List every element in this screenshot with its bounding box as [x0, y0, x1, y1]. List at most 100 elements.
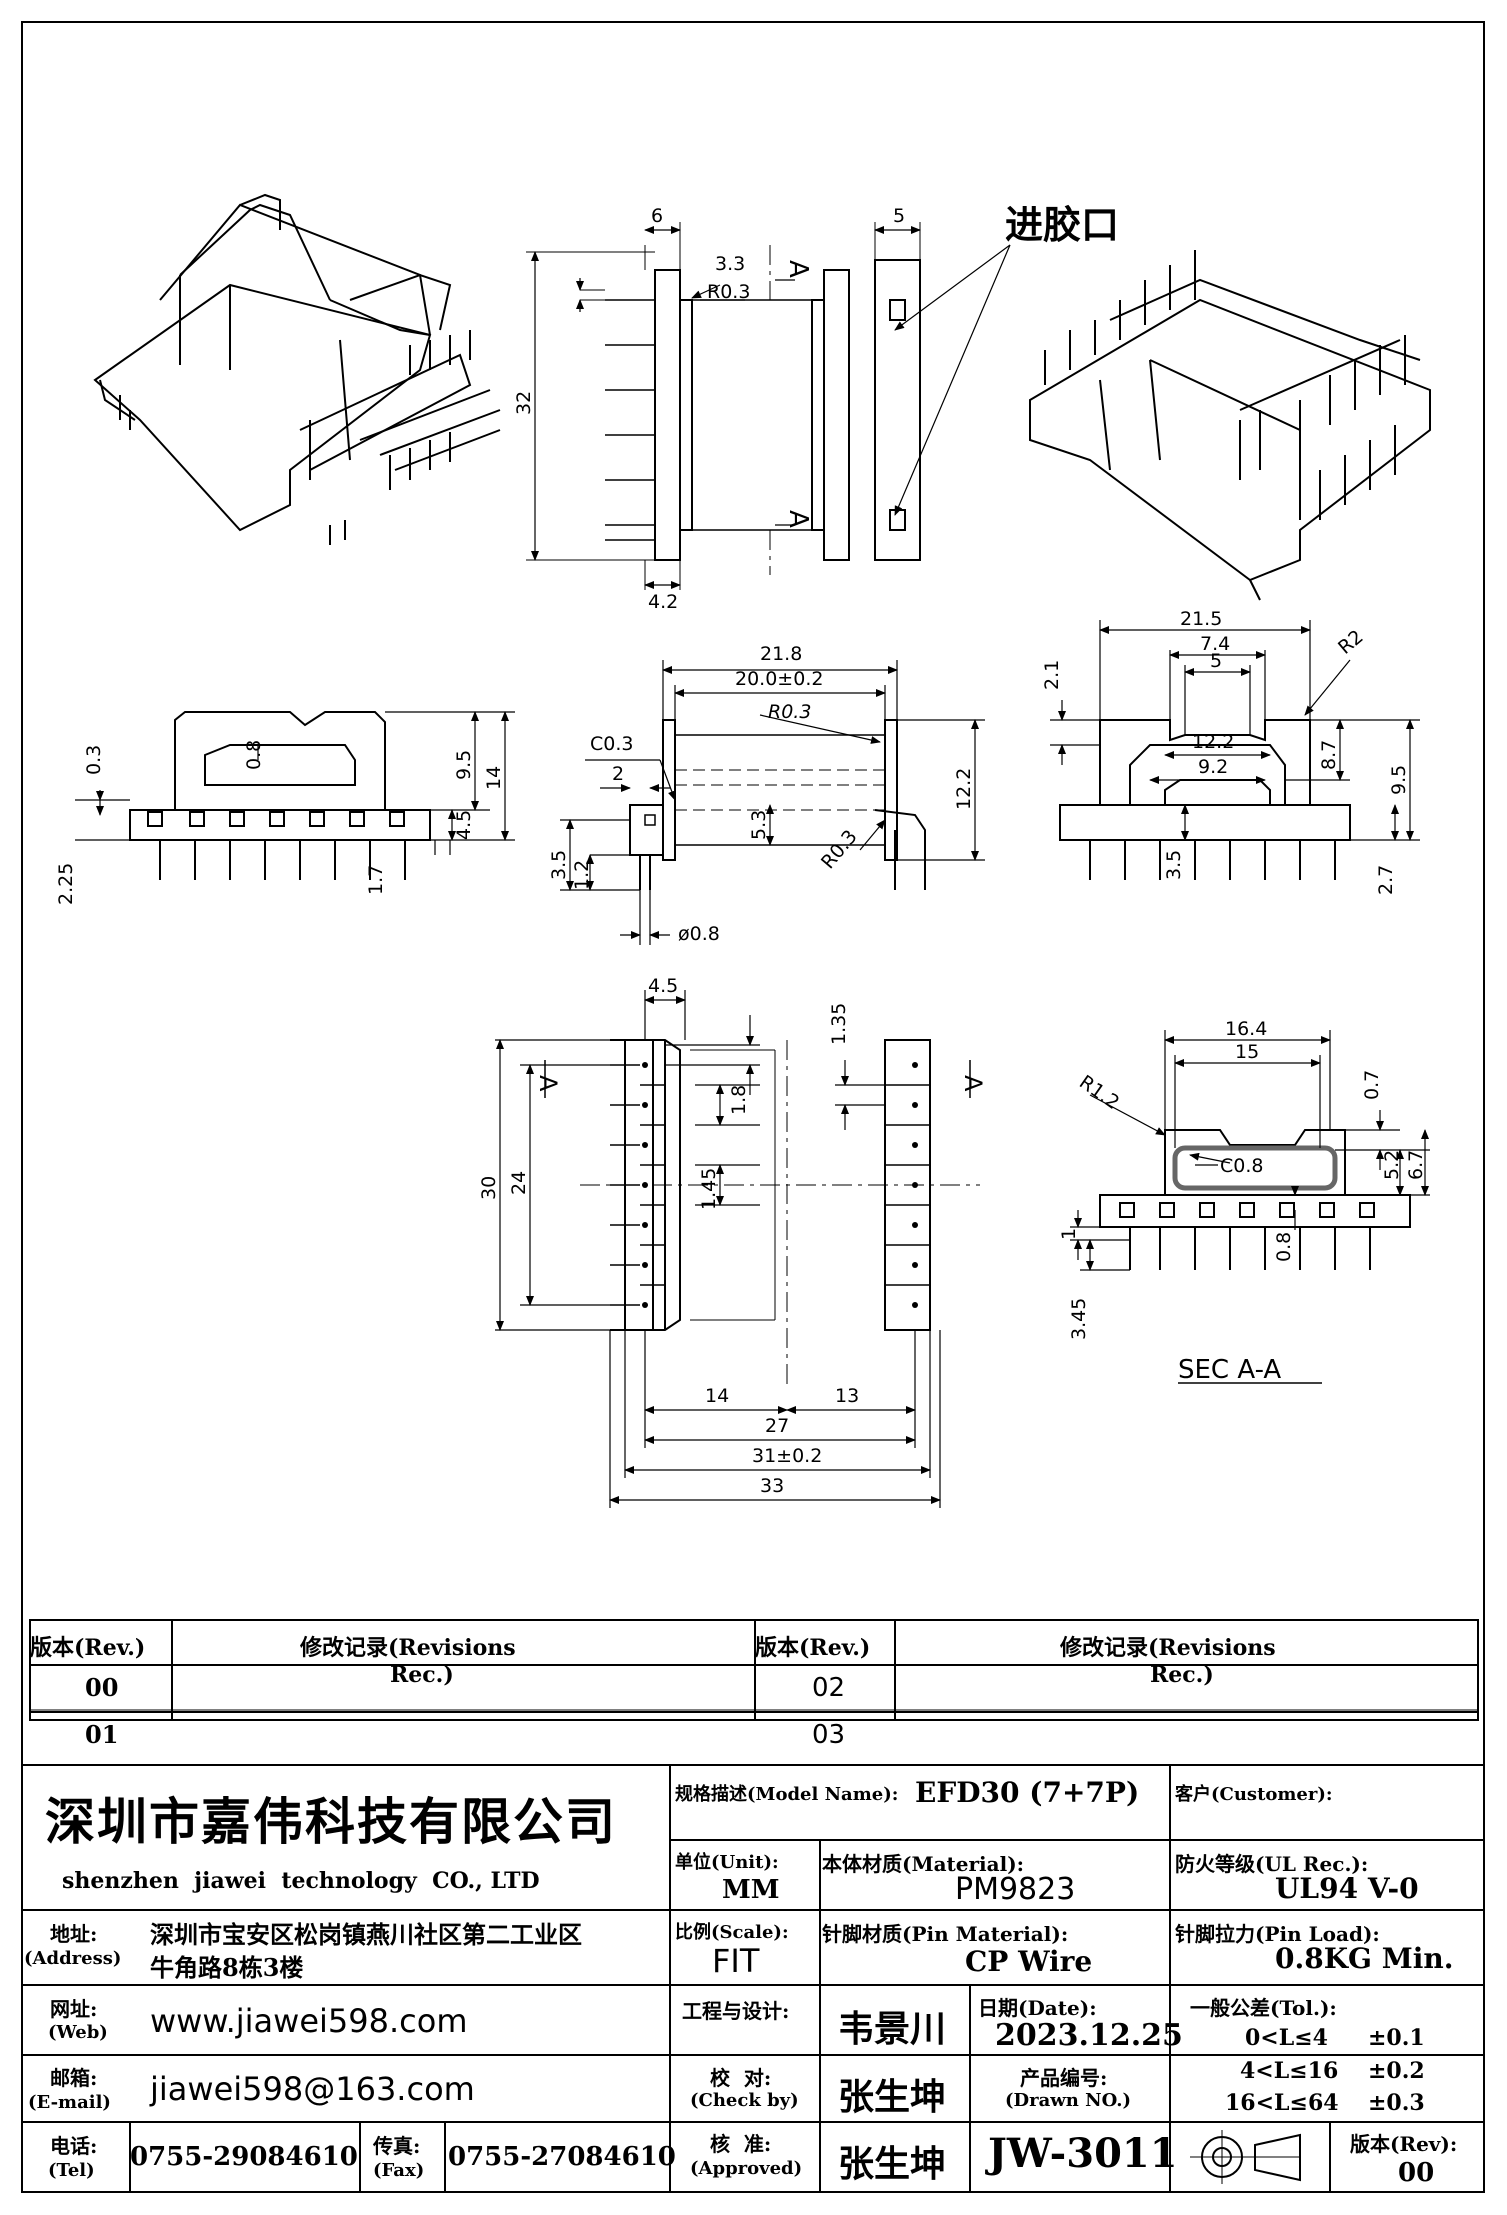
dim-0-8: 0.8 — [243, 740, 265, 770]
fax-label-en: (Fax) — [373, 2160, 425, 2181]
dim-1-35: 1.35 — [828, 1003, 850, 1045]
dim-c0-3: C0.3 — [590, 733, 633, 755]
model-label: 规格描述(Model Name): — [675, 1784, 899, 1805]
dim-33: 33 — [760, 1475, 784, 1497]
dim-9-2: 9.2 — [1198, 756, 1228, 778]
check-label-en: (Check by) — [690, 2090, 799, 2111]
top-view-dims — [531, 226, 1011, 589]
dim-5-2: 5.2 — [1381, 1150, 1403, 1180]
revisions-header-left: 修改记录(Revisions — [300, 1635, 516, 1661]
tol-range-2: 16<L≤64 — [1225, 2090, 1339, 2116]
dim-27: 27 — [765, 1415, 789, 1437]
address-line-2: 牛角路8栋3楼 — [150, 1953, 304, 1982]
rev-value: 00 — [1398, 2158, 1435, 2188]
rev-row-0-right: 02 — [812, 1673, 846, 1703]
tol-range-0: 0<L≤4 — [1245, 2025, 1328, 2051]
company-name-en: shenzhen jiawei technology CO., LTD — [62, 1868, 540, 1894]
section-mark-top: A — [783, 260, 813, 278]
email-label-en: (E-mail) — [28, 2092, 111, 2113]
rev-header-right: 版本(Rev.) — [755, 1635, 871, 1661]
dim-0-7: 0.7 — [1361, 1070, 1383, 1100]
approver-name: 张生坤 — [838, 2143, 947, 2185]
tel-number: 0755-29084610 — [130, 2142, 358, 2172]
dim-r0-3-top: R0.3 — [707, 281, 750, 303]
end-view-dims — [1050, 620, 1420, 841]
ul-label: 防火等级(UL Rec.): — [1175, 1852, 1369, 1876]
model-value: EFD30 (7+7P) — [915, 1776, 1140, 1809]
revisions-header-left-2: Rec.) — [390, 1662, 454, 1688]
section-mark-bottom: A — [783, 510, 813, 528]
dim-12-2-v: 12.2 — [953, 768, 975, 810]
revisions-header-right: 修改记录(Revisions — [1060, 1635, 1276, 1661]
dim-1-2: 1.2 — [571, 860, 593, 890]
dim-7-4: 7.4 — [1200, 633, 1230, 655]
dim-30: 30 — [478, 1176, 500, 1200]
front-view-dims — [560, 660, 985, 945]
dim-8-7: 8.7 — [1318, 740, 1340, 770]
material-value: PM9823 — [955, 1872, 1076, 1907]
address-line-1: 深圳市宝安区松岗镇燕川社区第二工业区 — [150, 1920, 582, 1949]
material-label: 本体材质(Material): — [822, 1852, 1025, 1876]
dim-4-5-left: 4.5 — [453, 810, 475, 840]
dim-c0-8: C0.8 — [1220, 1155, 1263, 1177]
dim-31: 31±0.2 — [752, 1445, 822, 1467]
dim-5: 5 — [1210, 650, 1222, 672]
revisions-header-right-2: Rec.) — [1150, 1662, 1214, 1688]
pin-material-value: CP Wire — [965, 1945, 1093, 1978]
dim-9-5-right: 9.5 — [1388, 765, 1410, 795]
web-label-en: (Web) — [48, 2022, 108, 2043]
company-name-cn: 深圳市嘉伟科技有限公司 — [45, 1792, 617, 1851]
dim-1-8: 1.8 — [728, 1085, 750, 1115]
dim-r0-3-front: R0.3 — [768, 701, 811, 723]
design-label: 工程与设计: — [682, 1999, 790, 2023]
dim-15: 15 — [1235, 1041, 1259, 1063]
gate-label: 进胶口 — [1005, 203, 1119, 247]
end-view — [1059, 719, 1351, 880]
pin-load-value: 0.8KG Min. — [1275, 1942, 1454, 1975]
designer-name: 韦景川 — [838, 2008, 947, 2050]
iso-view-left — [93, 193, 501, 545]
pin-material-label: 针脚材质(Pin Material): — [822, 1922, 1069, 1946]
tol-range-1: 4<L≤16 — [1240, 2058, 1339, 2084]
tol-value-1: ±0.2 — [1368, 2058, 1425, 2084]
dim-32: 32 — [513, 391, 535, 415]
date-label: 日期(Date): — [978, 1996, 1097, 2020]
dim-r1-2: R1.2 — [1075, 1071, 1123, 1114]
dim-3-45: 3.45 — [1068, 1298, 1090, 1340]
approve-label-en: (Approved) — [690, 2158, 803, 2179]
dim-2: 2 — [612, 763, 624, 785]
dim-20-0: 20.0±0.2 — [735, 668, 823, 690]
dim-16-4: 16.4 — [1225, 1018, 1267, 1040]
dim-r2: R2 — [1334, 626, 1368, 659]
dim-5-3: 5.3 — [748, 810, 770, 840]
web-url[interactable]: www.jiawei598.com — [150, 2002, 468, 2040]
customer-label: 客户(Customer): — [1175, 1784, 1333, 1805]
fax-number: 0755-27084610 — [448, 2142, 676, 2172]
bottom-view — [580, 1039, 980, 1390]
side-view — [129, 711, 431, 880]
rev-row-1-left: 01 — [85, 1720, 119, 1749]
address-label: 地址: — [50, 1922, 98, 1946]
date-value: 2023.12.25 — [995, 2018, 1183, 2053]
dim-12-2-h: 12.2 — [1192, 731, 1234, 753]
dim-6-7: 6.7 — [1405, 1150, 1427, 1180]
unit-value: MM — [722, 1875, 780, 1905]
dim-14: 14 — [483, 766, 505, 790]
email-address[interactable]: jiawei598@163.com — [150, 2070, 475, 2108]
rev-row-1-right: 03 — [812, 1720, 846, 1750]
unit-label: 单位(Unit): — [675, 1852, 779, 1873]
dim-0-8-sec: 0.8 — [1273, 1232, 1295, 1262]
address-label-en: (Address) — [24, 1948, 122, 1969]
dim-14-bottom: 14 — [705, 1385, 729, 1407]
tol-label: 一般公差(Tol.): — [1190, 1996, 1337, 2020]
dim-21-5: 21.5 — [1180, 608, 1222, 630]
tel-label: 电话: — [50, 2134, 98, 2158]
scale-value: FIT — [712, 1942, 760, 1980]
dim-2-1: 2.1 — [1041, 660, 1063, 690]
ul-value: UL94 V-0 — [1275, 1872, 1419, 1905]
email-label: 邮箱: — [50, 2066, 98, 2090]
dim-2-25: 2.25 — [55, 863, 77, 905]
iso-view-right — [1029, 250, 1431, 601]
drawing-number: JW-3011 — [988, 2130, 1178, 2177]
